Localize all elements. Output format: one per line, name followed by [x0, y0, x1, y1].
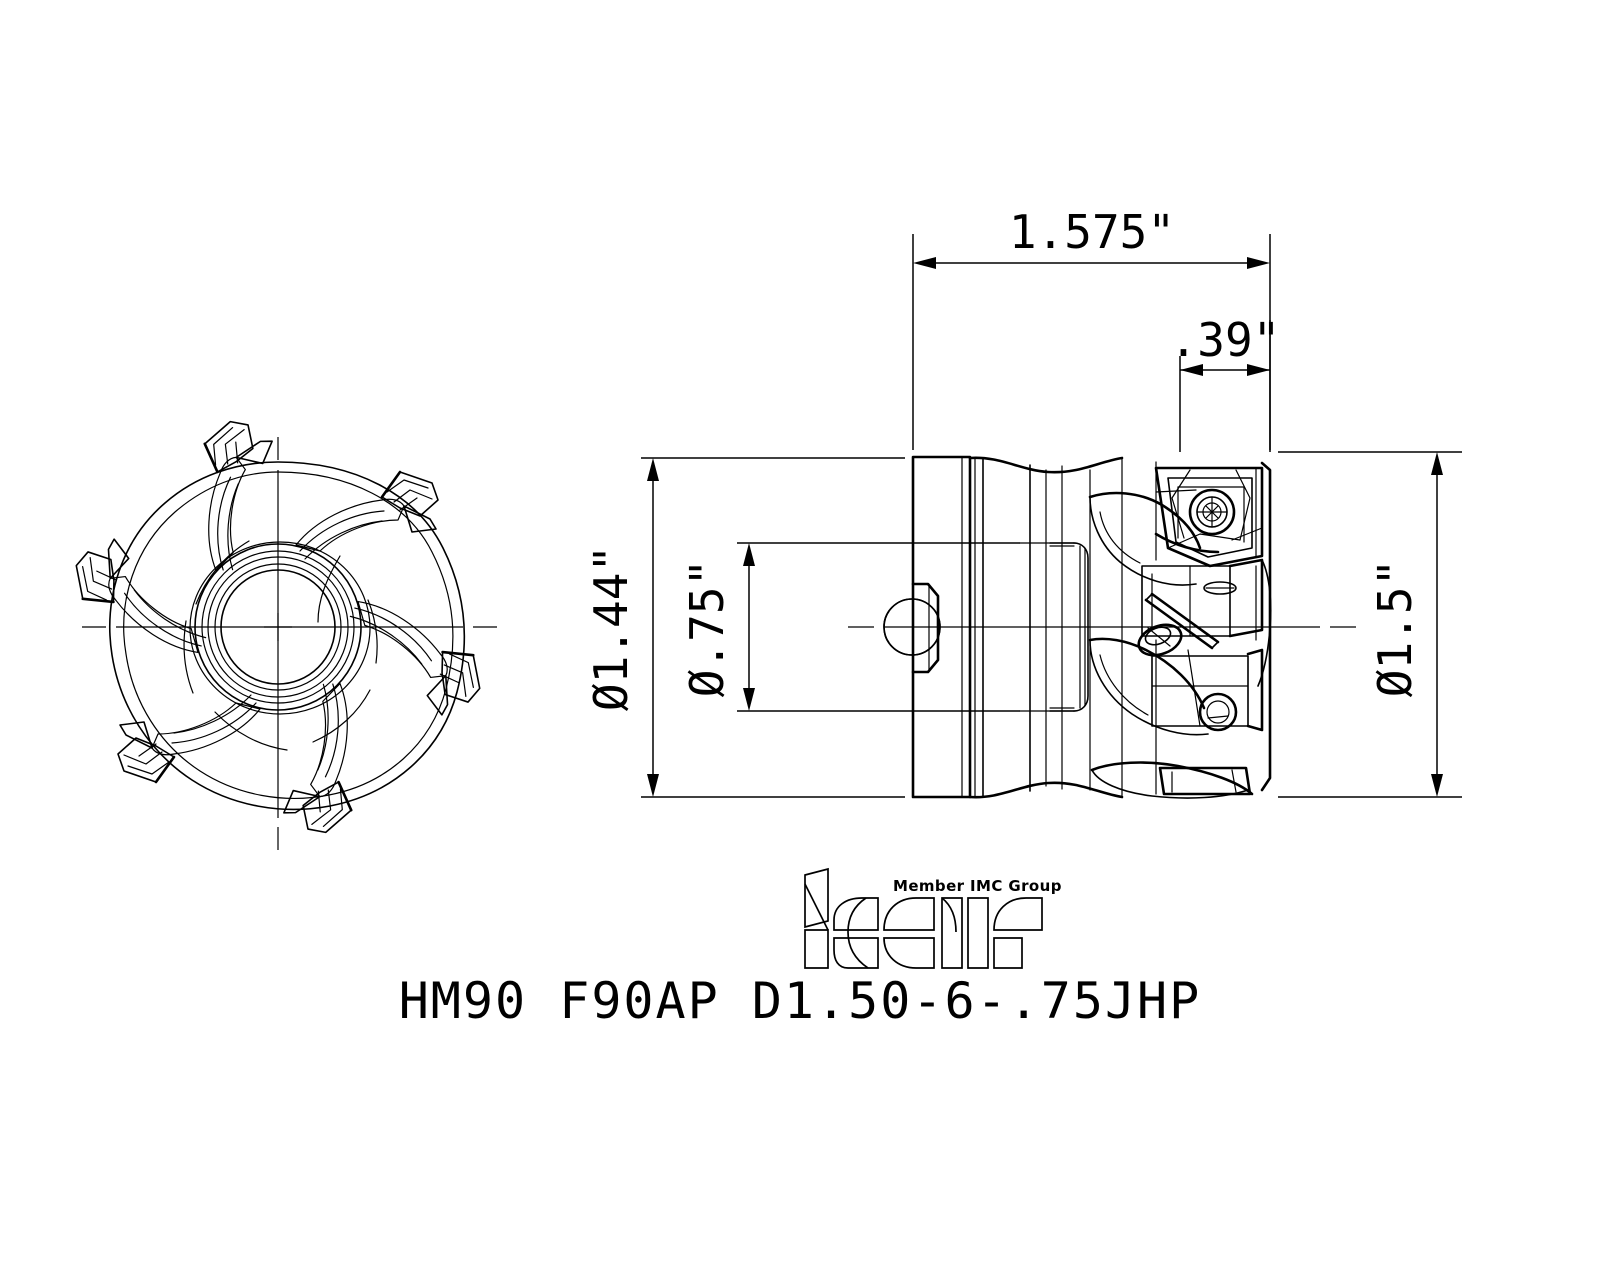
insert-pocket-upper — [1141, 558, 1264, 638]
insert-upper — [1088, 466, 1264, 586]
insert-lower — [1088, 592, 1264, 736]
body-diameter-dimension: Ø1.44" — [584, 457, 905, 798]
front-outer-contour — [109, 461, 466, 811]
logo-letter-s-curve — [847, 897, 869, 969]
front-view — [75, 420, 497, 850]
body-construction-lines — [1089, 457, 1157, 798]
side-view — [848, 455, 1356, 799]
flute-1 — [295, 470, 439, 560]
cutting-diameter-dimension: Ø1.5" — [1278, 451, 1462, 798]
logo-letter-r-top — [993, 897, 1043, 931]
gash-curves — [183, 540, 378, 751]
flute-6 — [203, 420, 273, 572]
flute-4 — [117, 694, 261, 784]
insert-depth-label: .39" — [1170, 313, 1281, 367]
bore-circle-5 — [194, 543, 362, 711]
logo-letter-n-stem — [967, 897, 989, 969]
bore-circle-inner — [220, 569, 336, 685]
flute-5 — [75, 538, 207, 654]
logo-tagline: Member IMC Group — [893, 877, 1062, 895]
logo-letter-r-bottom — [993, 937, 1023, 969]
part-number-label: HM90 F90AP D1.50-6-.75JHP — [399, 972, 1202, 1030]
logo-letter-c-bottom — [883, 937, 935, 969]
logo-flag-slash — [804, 883, 829, 931]
keyway-notch — [911, 582, 940, 674]
bottom-lobe — [1090, 761, 1254, 799]
logo-flag — [804, 867, 829, 929]
cutting-diameter-label: Ø1.5" — [1368, 559, 1422, 697]
bore-diameter-label: Ø.75" — [680, 559, 734, 697]
cutter-body-profile — [968, 456, 1124, 799]
bore-circle-4 — [201, 550, 355, 704]
flute-2 — [349, 600, 481, 716]
iscar-logo: Member IMC Group — [804, 867, 1062, 969]
mounting-hole-section — [883, 598, 941, 656]
bore-diameter-dimension: Ø.75" — [680, 542, 1020, 712]
cutter-outer-edge — [1255, 461, 1272, 792]
bore-circle-3 — [207, 556, 349, 698]
bore-circle-2 — [214, 563, 342, 691]
bore-reference-lines — [1019, 542, 1077, 712]
insert-depth-dimension: .39" — [1170, 313, 1281, 452]
front-cutting-circle — [123, 471, 454, 800]
logo-letter-a-curve — [941, 897, 957, 933]
body-diameter-label: Ø1.44" — [584, 545, 638, 711]
shank-block — [911, 455, 984, 799]
flute-group — [75, 420, 481, 834]
logo-letter-s-top — [833, 897, 879, 931]
flute-3 — [283, 682, 353, 834]
overall-length-label: 1.575" — [1009, 205, 1175, 259]
overall-length-dimension: 1.575" — [912, 205, 1271, 450]
logo-letter-c-top — [883, 897, 935, 931]
logo-i-stem — [804, 929, 829, 969]
front-center-mark — [264, 613, 292, 641]
logo-letter-a-stem — [941, 897, 963, 969]
